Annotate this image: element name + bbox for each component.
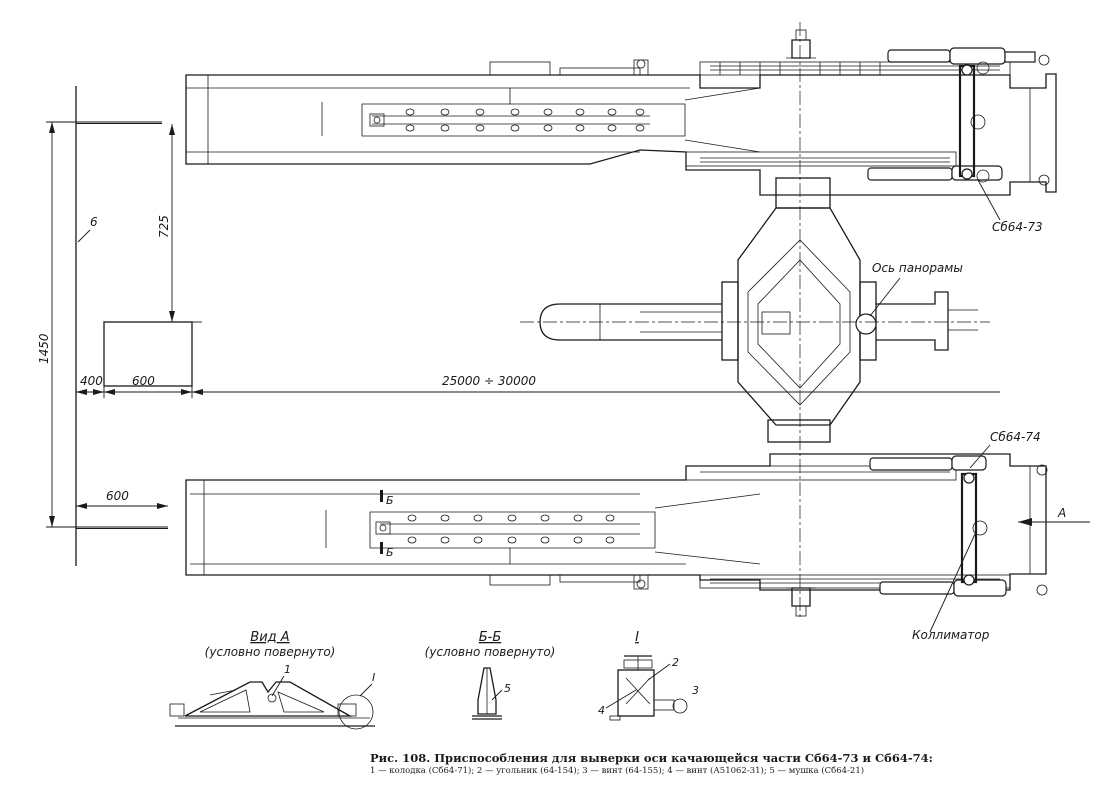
section-title: Б-Б [479,630,502,645]
section-subtitle: (условно повернуто) [425,645,556,659]
label-rod: 6 [90,215,98,229]
callout-3: 3 [692,684,699,697]
dimension-system [46,86,1090,633]
detail-i-drawing [605,655,688,721]
dim-1450: 1450 [37,333,51,364]
drawing-labels: Сб64-73 Ось панорамы Сб64-74 Коллиматор … [37,215,1066,776]
dim-400: 400 [80,374,103,388]
label-part-upper: Сб64-73 [992,220,1043,234]
label-collimator: Коллиматор [912,628,990,642]
label-section-bottom: Б [386,546,394,559]
label-view-arrow: А [1057,506,1066,520]
view-a-drawing [169,675,375,730]
section-b-b-drawing [472,667,503,720]
dim-600-top: 600 [132,374,155,388]
dim-range: 25000 ÷ 30000 [442,374,536,388]
dim-600-bottom: 600 [106,489,129,503]
callout-detail: I [372,671,375,684]
callout-2: 2 [672,656,679,669]
callout-1: 1 [284,663,291,676]
label-panorama-axis: Ось панорамы [872,261,963,275]
label-section-top: Б [386,494,394,507]
callout-4: 4 [598,704,605,717]
view-a-subtitle: (условно повернуто) [205,645,336,659]
dim-725: 725 [157,215,171,238]
figure-legend: 1 — колодка (Сб64-71); 2 — угольник (64-… [370,765,864,776]
view-a-title: Вид А [250,630,289,645]
figure-caption: Рис. 108. Приспособления для выверки оси… [370,751,933,765]
label-part-lower: Сб64-74 [990,430,1041,444]
center-trunnion [520,22,990,620]
detail-title: I [635,630,639,645]
upper-barrel-assembly [185,29,1057,196]
callout-5: 5 [504,682,511,695]
lower-barrel-assembly [185,453,1048,617]
